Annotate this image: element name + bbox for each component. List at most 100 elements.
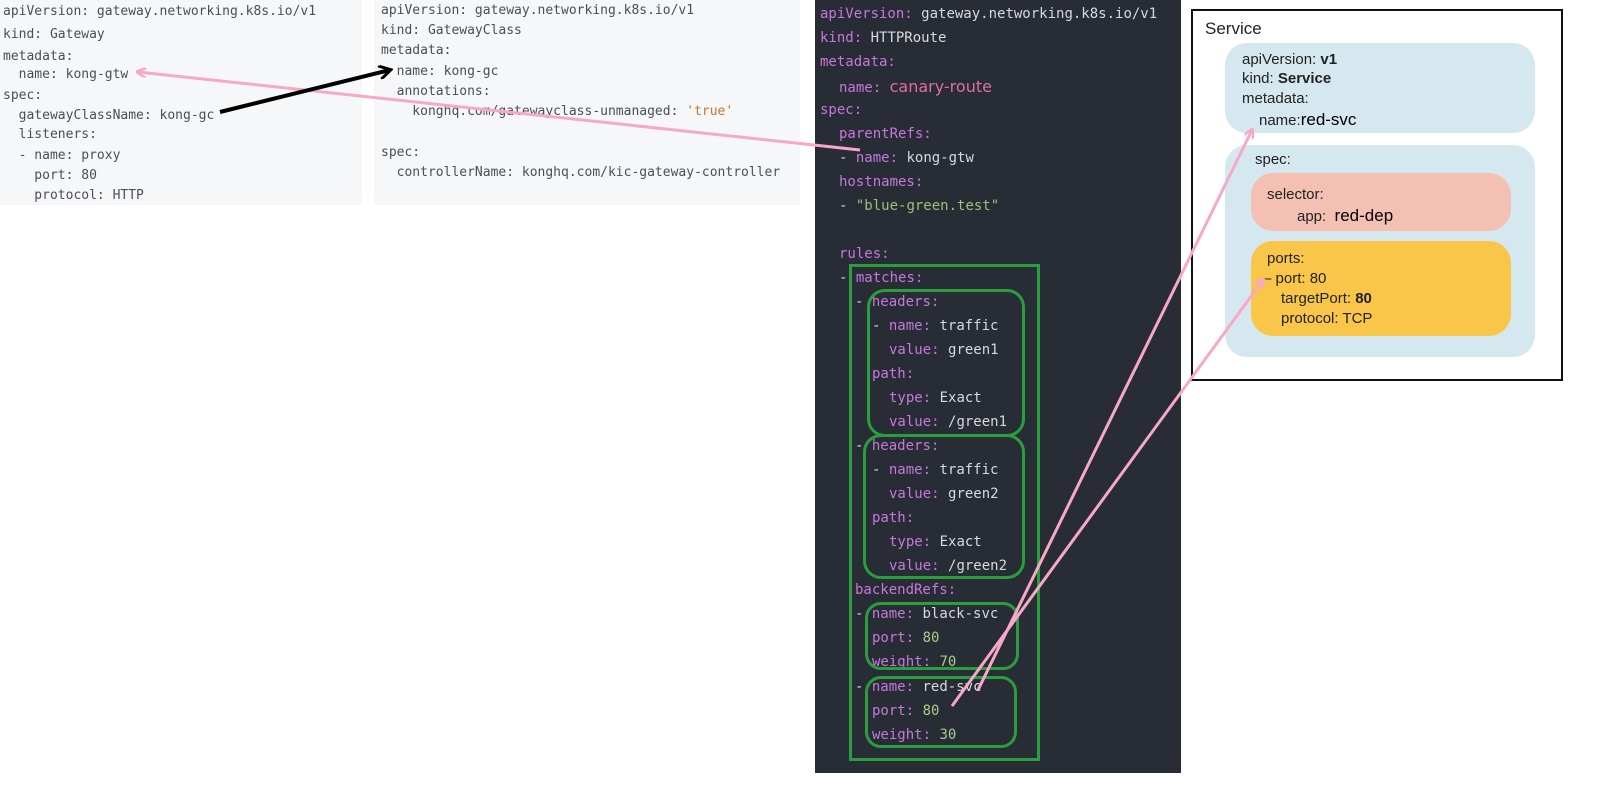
svc-key: kind: bbox=[1242, 70, 1278, 87]
yaml-key: name: bbox=[855, 150, 899, 166]
yaml-dash: - bbox=[855, 438, 864, 454]
yaml-key: apiVersion: bbox=[820, 6, 913, 22]
yaml-value: gateway.networking.k8s.io/v1 bbox=[921, 6, 1158, 22]
svc-line: metadata: bbox=[1242, 90, 1309, 107]
code-line: port: 80 bbox=[872, 630, 939, 646]
code-line: spec: bbox=[381, 145, 421, 160]
route-name-value: canary-route bbox=[889, 77, 992, 96]
yaml-key: headers: bbox=[871, 438, 940, 454]
match-highlight-box bbox=[863, 434, 1025, 579]
svc-line: protocol: TCP bbox=[1281, 310, 1373, 327]
backend-highlight-box bbox=[865, 676, 1017, 748]
yaml-key: backendRefs: bbox=[855, 582, 957, 598]
yaml-key: port: bbox=[872, 703, 915, 719]
match-highlight-box bbox=[867, 289, 1025, 437]
code-line: name: canary-route bbox=[839, 77, 992, 96]
yaml-dash: - bbox=[839, 150, 848, 166]
selector-block bbox=[1251, 173, 1511, 231]
yaml-string: "blue-green.test" bbox=[855, 198, 1000, 214]
yaml-dash: - bbox=[839, 198, 848, 214]
yaml-key: name: bbox=[888, 318, 932, 334]
yaml-key: path: bbox=[872, 366, 915, 382]
gatewayclass-yaml-panel: apiVersion: gateway.networking.k8s.io/v1… bbox=[374, 0, 800, 205]
code-line: kind: Gateway bbox=[3, 27, 105, 42]
httproute-yaml-panel: apiVersion: gateway.networking.k8s.io/v1… bbox=[815, 0, 1181, 773]
yaml-key: port: bbox=[872, 630, 915, 646]
yaml-value: HTTPRoute bbox=[870, 30, 947, 46]
code-line: - matches: bbox=[839, 270, 923, 286]
code-line: path: bbox=[872, 510, 914, 526]
metadata-block bbox=[1225, 43, 1535, 133]
svc-line: ports: bbox=[1267, 250, 1305, 267]
yaml-key: name: bbox=[888, 462, 932, 478]
yaml-number: 30 bbox=[939, 727, 957, 743]
code-line: - headers: bbox=[855, 294, 939, 310]
yaml-key: path: bbox=[872, 510, 915, 526]
yaml-dash: - bbox=[855, 294, 864, 310]
code-line: rules: bbox=[839, 246, 890, 262]
code-line: hostnames: bbox=[839, 174, 923, 190]
code-line: port: 80 bbox=[3, 168, 97, 183]
yaml-number: 80 bbox=[922, 630, 940, 646]
svc-line: apiVersion: v1 bbox=[1242, 51, 1337, 68]
service-diagram-panel: Service apiVersion: v1 kind: Service met… bbox=[1191, 9, 1563, 381]
service-name-value: red-svc bbox=[1300, 110, 1357, 129]
code-line: apiVersion: gateway.networking.k8s.io/v1 bbox=[3, 4, 317, 19]
yaml-key: metadata: bbox=[820, 54, 896, 70]
svc-value: v1 bbox=[1320, 51, 1338, 68]
code-line: apiVersion: gateway.networking.k8s.io/v1 bbox=[820, 6, 1157, 22]
code-line: path: bbox=[872, 366, 914, 382]
svc-key: apiVersion: bbox=[1242, 51, 1321, 68]
svc-line: name:red-svc bbox=[1259, 110, 1356, 130]
code-line: - name: kong-gtw bbox=[839, 150, 974, 166]
svc-line: kind: Service bbox=[1242, 70, 1331, 87]
svc-line: spec: bbox=[1255, 151, 1291, 168]
annotation-value: 'true' bbox=[686, 104, 734, 119]
code-line: spec: bbox=[820, 102, 862, 118]
yaml-key: value: bbox=[889, 486, 940, 502]
yaml-value: kong-gtw bbox=[906, 150, 974, 166]
yaml-key: kind: bbox=[820, 30, 863, 46]
code-line: - headers: bbox=[855, 438, 939, 454]
yaml-key: name: bbox=[839, 80, 882, 96]
code-line: protocol: HTTP bbox=[3, 188, 144, 203]
gateway-yaml-panel: apiVersion: gateway.networking.k8s.io/v1… bbox=[0, 0, 362, 205]
svc-key: app: bbox=[1297, 208, 1331, 225]
code-line: konghq.com/gatewayclass-unmanaged: 'true… bbox=[381, 104, 733, 119]
yaml-key: matches: bbox=[855, 270, 924, 286]
service-title: Service bbox=[1205, 19, 1262, 38]
code-line: name: kong-gtw bbox=[3, 67, 129, 82]
yaml-key: rules: bbox=[839, 246, 890, 262]
code-line: kind: GatewayClass bbox=[381, 23, 522, 38]
code-line: - name: proxy bbox=[3, 148, 121, 163]
yaml-dash: - bbox=[872, 462, 881, 478]
svc-line: selector: bbox=[1267, 186, 1324, 203]
svc-line: targetPort: 80 bbox=[1281, 290, 1372, 307]
svc-value: 80 bbox=[1355, 290, 1372, 307]
code-line: metadata: bbox=[820, 54, 896, 70]
yaml-key: value: bbox=[889, 342, 940, 358]
code-line: kind: HTTPRoute bbox=[820, 30, 946, 46]
svc-line: – port: 80 bbox=[1263, 270, 1327, 287]
ports-block bbox=[1251, 241, 1511, 336]
code-line: name: kong-gc bbox=[381, 64, 499, 79]
code-line: annotations: bbox=[381, 84, 491, 99]
yaml-dash: - bbox=[855, 679, 864, 695]
code-line: - "blue-green.test" bbox=[839, 198, 999, 214]
yaml-dash: - bbox=[872, 318, 881, 334]
code-line: port: 80 bbox=[872, 703, 939, 719]
yaml-key: spec: bbox=[820, 102, 863, 118]
yaml-key: type: bbox=[889, 534, 932, 550]
code-line: weight: 30 bbox=[872, 727, 956, 743]
code-line: listeners: bbox=[3, 127, 97, 142]
svc-value: Service bbox=[1277, 70, 1332, 87]
yaml-key: hostnames: bbox=[839, 174, 924, 190]
code-line: controllerName: konghq.com/kic-gateway-c… bbox=[381, 165, 781, 180]
code-line: spec: bbox=[3, 88, 43, 103]
backend-highlight-box bbox=[865, 602, 1019, 670]
yaml-key: weight: bbox=[872, 654, 932, 670]
yaml-key: name: bbox=[871, 679, 915, 695]
code-line: backendRefs: bbox=[855, 582, 956, 598]
code-line: gatewayClassName: kong-gc bbox=[3, 108, 215, 123]
svc-line: app: red-dep bbox=[1297, 206, 1393, 226]
